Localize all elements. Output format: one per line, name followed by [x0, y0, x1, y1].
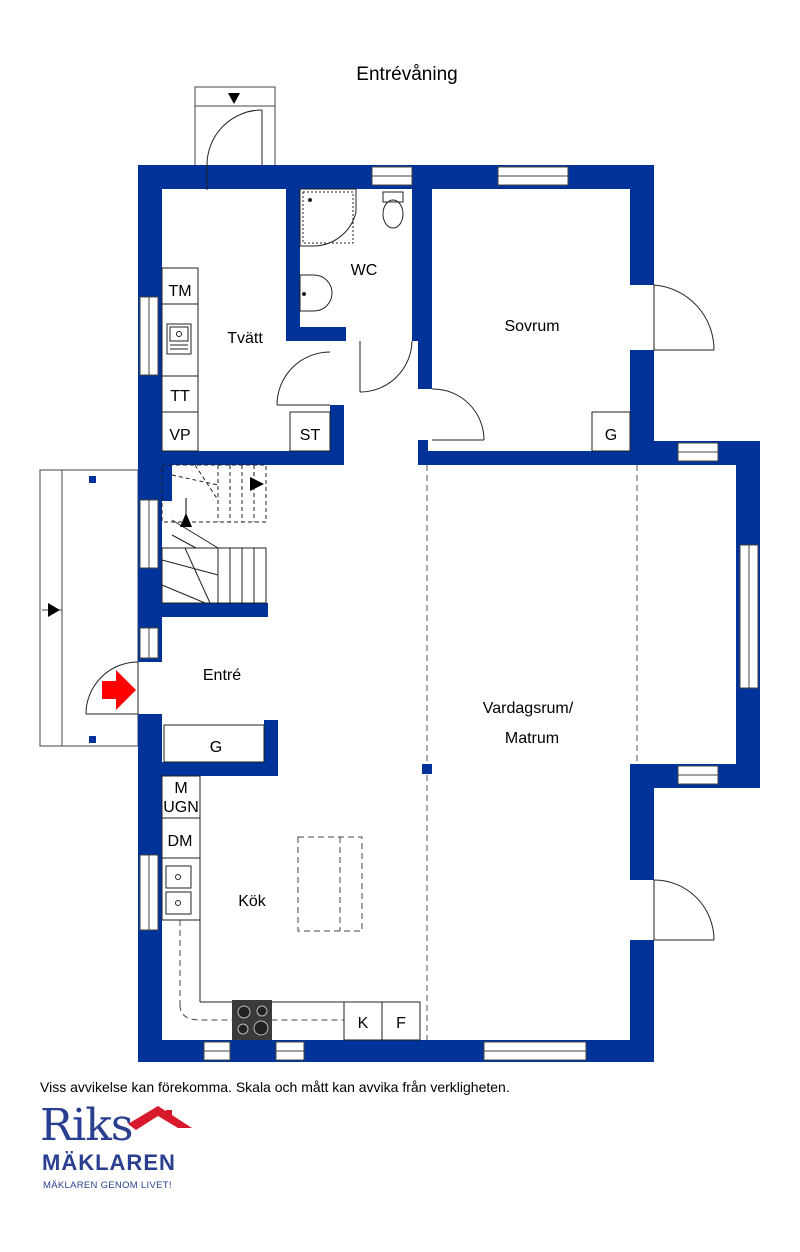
shower-drain-icon — [308, 198, 312, 202]
kitchen-fixtures — [161, 775, 421, 1041]
column — [422, 764, 432, 774]
entrance-arrow-icon — [102, 670, 136, 710]
doors — [85, 109, 715, 941]
logo-riks: Riks — [40, 1100, 133, 1151]
room-label-wc: WC — [351, 262, 378, 279]
porch-post — [89, 736, 96, 743]
sink-drain-icon — [175, 874, 181, 880]
entre-wardrobe — [163, 724, 265, 763]
fixture-label-tm: TM — [168, 283, 191, 300]
fixture-label-k: K — [358, 1015, 369, 1032]
fixture-label-ugn: UGN — [163, 799, 199, 816]
fixture-label-f: F — [396, 1015, 406, 1032]
fixture-label-st: ST — [300, 427, 321, 444]
porch-post — [89, 476, 96, 483]
walls — [138, 165, 760, 1062]
room-label-sovrum: Sovrum — [504, 318, 559, 335]
porch-arrow — [48, 603, 60, 617]
stove-icon — [232, 1000, 272, 1040]
room-label-matrum: Matrum — [505, 730, 559, 747]
sovrum-wardrobe — [591, 411, 631, 452]
sink-drain-icon — [175, 900, 181, 906]
disclaimer: Viss avvikelse kan förekomma. Skala och … — [40, 1079, 510, 1095]
stairs — [161, 519, 267, 604]
fixture-label-g-sovrum: G — [605, 427, 617, 444]
sink-tap-icon — [302, 292, 306, 296]
logo-tagline: MÄKLAREN GENOM LIVET! — [43, 1180, 172, 1191]
room-label-tvatt: Tvätt — [227, 330, 263, 347]
stove-burners — [237, 1005, 269, 1036]
laundry-fixtures — [161, 267, 331, 452]
room-divider — [426, 465, 638, 1040]
stairs-up-arrow — [180, 513, 192, 527]
stairs-upper — [161, 464, 267, 523]
stairs-dir-arrow — [250, 477, 264, 491]
fixture-label-g-entre: G — [210, 739, 222, 756]
room-label-vardagsrum: Vardagsrum/ — [483, 700, 574, 717]
wc-fixtures — [299, 188, 404, 312]
logo-maklaren: MÄKLAREN — [42, 1150, 176, 1175]
laundry-sink-lines — [170, 344, 188, 350]
room-label-kok: Kök — [238, 893, 267, 910]
back-landing-arrow — [228, 93, 240, 104]
kitchen-upper-cabinets — [179, 836, 363, 1021]
fixture-label-tt: TT — [170, 388, 190, 405]
fixture-label-vp: VP — [169, 427, 190, 444]
laundry-sink-drain-icon — [176, 331, 182, 337]
fixture-label-dm: DM — [168, 833, 193, 850]
window-panes — [148, 175, 750, 1052]
kitchen-counter-lines — [199, 776, 344, 1003]
fixture-label-m: M — [174, 780, 187, 797]
room-label-entre: Entré — [203, 667, 241, 684]
floor-title: Entrévåning — [356, 64, 457, 85]
logo-house-icon — [128, 1106, 192, 1130]
